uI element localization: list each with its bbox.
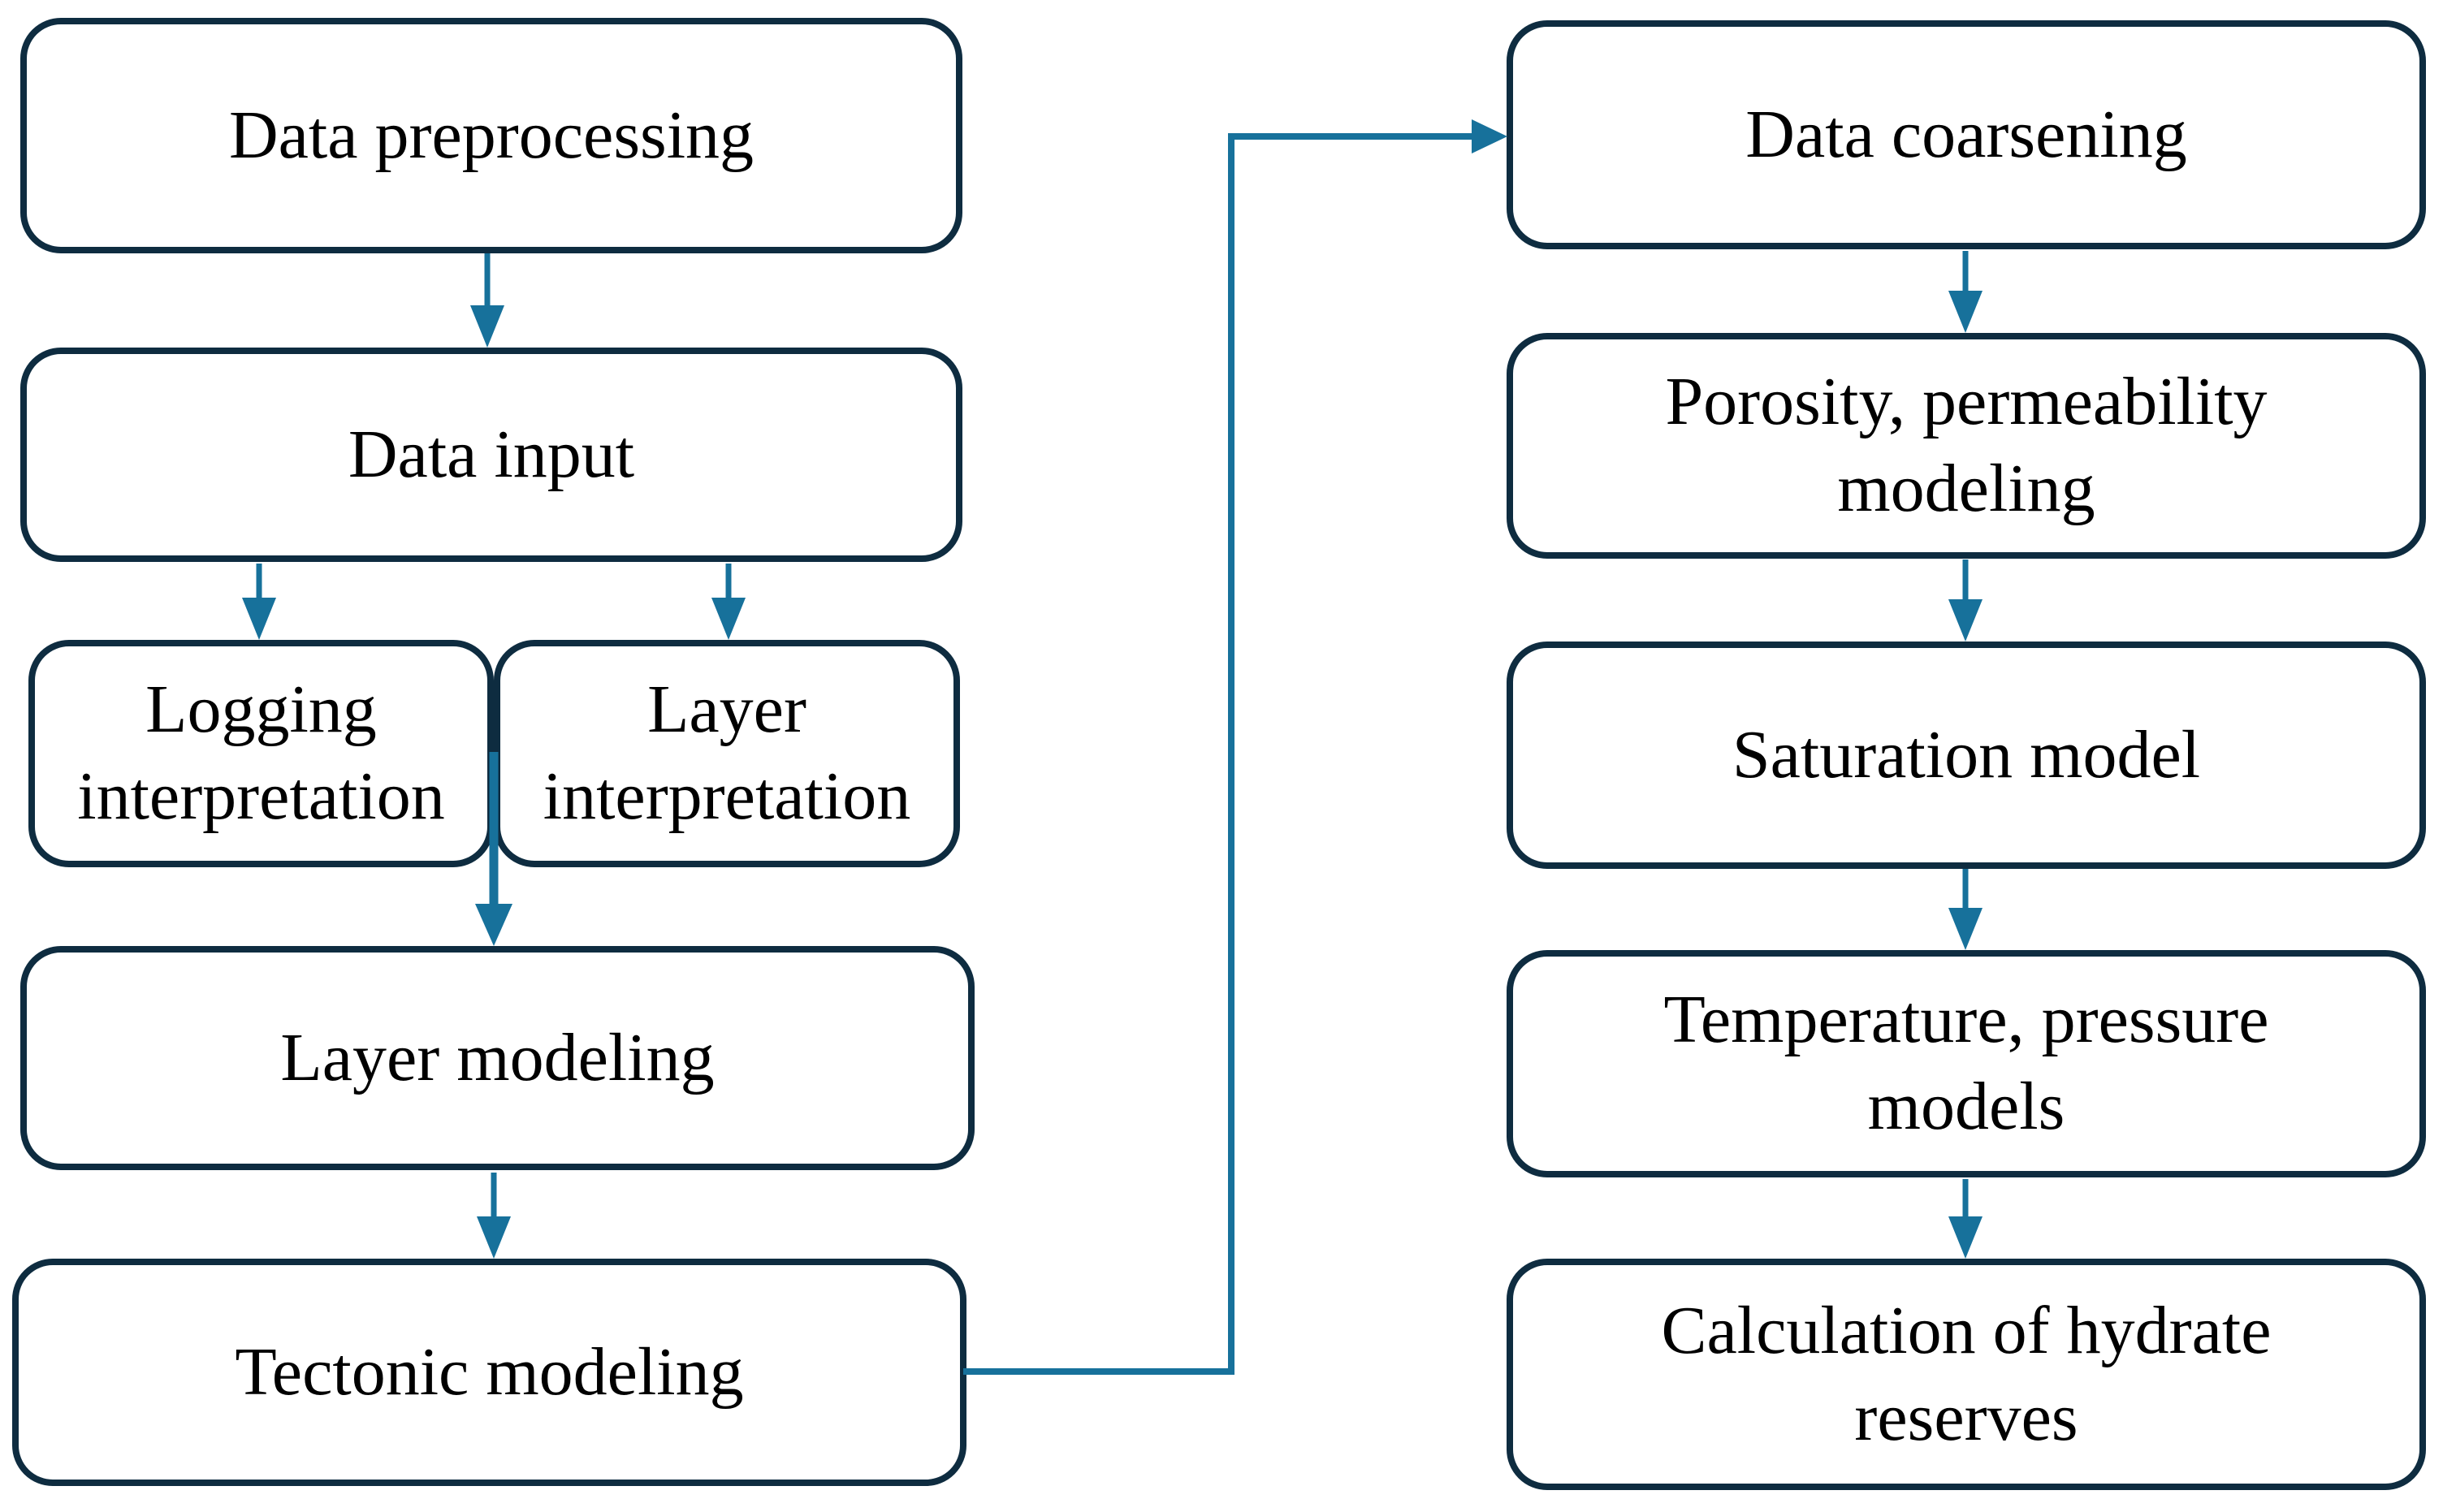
edge-layer-modeling-to-tectonic-modeling bbox=[477, 1173, 511, 1259]
edge-data-preprocessing-to-data-input bbox=[470, 253, 504, 348]
node-label: Calculation of hydrate reserves bbox=[1661, 1292, 2272, 1455]
node-data-input: Data input bbox=[20, 348, 962, 562]
edge-temperature-pressure-models-to-calculation-of-hydrate-reserves bbox=[1948, 1179, 1983, 1259]
node-data-preprocessing: Data preprocessing bbox=[20, 18, 962, 253]
edge-data-input-to-logging-interpretation bbox=[242, 564, 276, 640]
edge-data-coarsening-to-porosity-permeability-modeling bbox=[1948, 251, 1983, 333]
node-label: Porosity, permeability modeling bbox=[1665, 364, 2268, 526]
node-data-coarsening: Data coarsening bbox=[1507, 20, 2426, 249]
edge-saturation-model-to-temperature-pressure-models bbox=[1948, 869, 1983, 950]
edge-tectonic-modeling-to-data-coarsening bbox=[963, 119, 1507, 1375]
node-label: Data coarsening bbox=[1745, 96, 2187, 172]
edge-data-input-to-layer-interpretation bbox=[711, 564, 746, 640]
node-tectonic-modeling: Tectonic modeling bbox=[12, 1259, 966, 1486]
edge-porosity-permeability-modeling-to-saturation-model bbox=[1948, 559, 1983, 642]
node-logging-interpretation: Logging interpretation bbox=[28, 640, 494, 867]
node-layer-interpretation: Layer interpretation bbox=[494, 640, 960, 867]
node-label: Data preprocessing bbox=[228, 97, 755, 173]
node-label: Layer modeling bbox=[280, 1019, 715, 1095]
node-temperature-pressure-models: Temperature, pressure models bbox=[1507, 950, 2426, 1177]
node-layer-modeling: Layer modeling bbox=[20, 946, 975, 1170]
node-label: Temperature, pressure models bbox=[1663, 982, 2269, 1144]
node-saturation-model: Saturation model bbox=[1507, 642, 2426, 869]
node-label: Logging interpretation bbox=[77, 672, 445, 834]
node-calculation-of-hydrate-reserves: Calculation of hydrate reserves bbox=[1507, 1259, 2426, 1490]
node-label: Saturation model bbox=[1732, 716, 2201, 793]
node-porosity-permeability-modeling: Porosity, permeability modeling bbox=[1507, 333, 2426, 559]
node-label: Layer interpretation bbox=[543, 672, 911, 834]
node-label: Data input bbox=[348, 416, 635, 492]
node-label: Tectonic modeling bbox=[235, 1333, 744, 1410]
